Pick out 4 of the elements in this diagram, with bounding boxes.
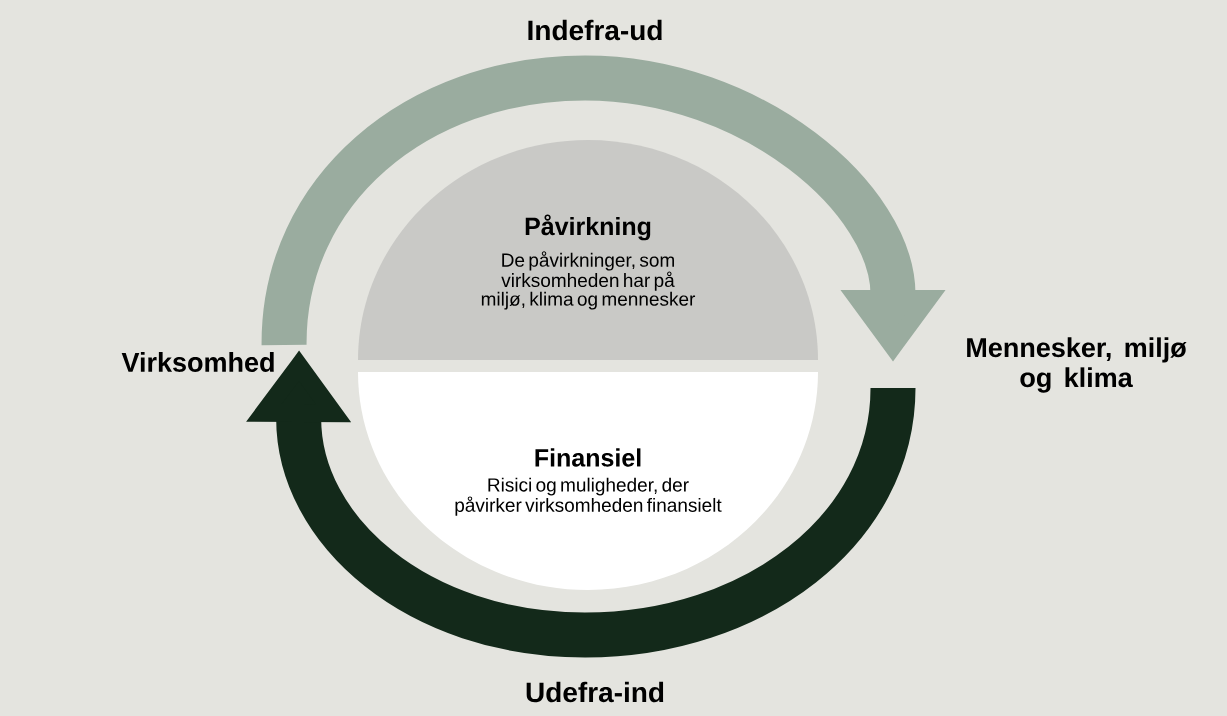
edge-label: Indefra-ud — [524, 17, 666, 43]
node-label: Mennesker, miljø og klima — [967, 337, 1187, 393]
node-label: Virksomhed — [121, 352, 274, 372]
edge-label: Udefra-ind — [523, 679, 667, 705]
